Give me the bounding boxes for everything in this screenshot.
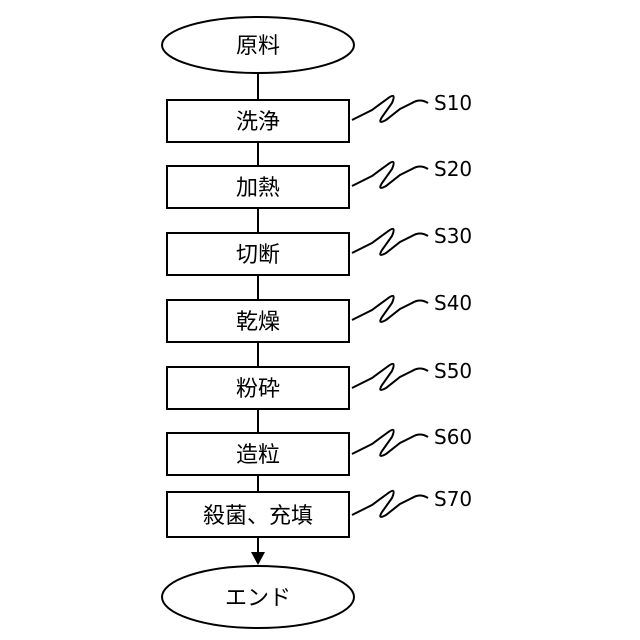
step-leader-line [352, 491, 428, 517]
step-leader-line [352, 430, 428, 456]
step-label: 洗浄 [236, 110, 280, 135]
end-label: エンド [225, 586, 291, 611]
process-step-s10: 洗浄 S10 [167, 91, 472, 142]
start-terminal: 原料 [162, 17, 354, 73]
step-code: S20 [434, 157, 472, 181]
step-code: S40 [434, 291, 472, 315]
process-step-s70: 殺菌、充填 S70 [167, 487, 472, 537]
step-label: 切断 [236, 243, 280, 268]
arrow-head [251, 552, 265, 565]
step-leader-line [352, 296, 428, 322]
step-label: 粉砕 [236, 377, 280, 402]
step-label: 乾燥 [236, 310, 280, 335]
end-terminal: エンド [162, 566, 354, 628]
step-leader-line [352, 364, 428, 390]
step-leader-line [352, 162, 428, 188]
start-label: 原料 [236, 34, 280, 59]
process-step-s50: 粉砕 S50 [167, 359, 472, 409]
step-label: 加熱 [236, 176, 280, 201]
step-code: S10 [434, 91, 472, 115]
step-leader-line [352, 96, 428, 122]
process-step-s20: 加熱 S20 [167, 157, 472, 208]
process-step-s30: 切断 S30 [167, 224, 472, 275]
step-label: 殺菌、充填 [203, 504, 313, 529]
step-code: S70 [434, 487, 472, 511]
step-code: S30 [434, 224, 472, 248]
step-code: S60 [434, 425, 472, 449]
process-step-s40: 乾燥 S40 [167, 291, 472, 342]
step-label: 造粒 [236, 443, 280, 468]
step-leader-line [352, 229, 428, 255]
step-code: S50 [434, 359, 472, 383]
process-step-s60: 造粒 S60 [167, 425, 472, 475]
